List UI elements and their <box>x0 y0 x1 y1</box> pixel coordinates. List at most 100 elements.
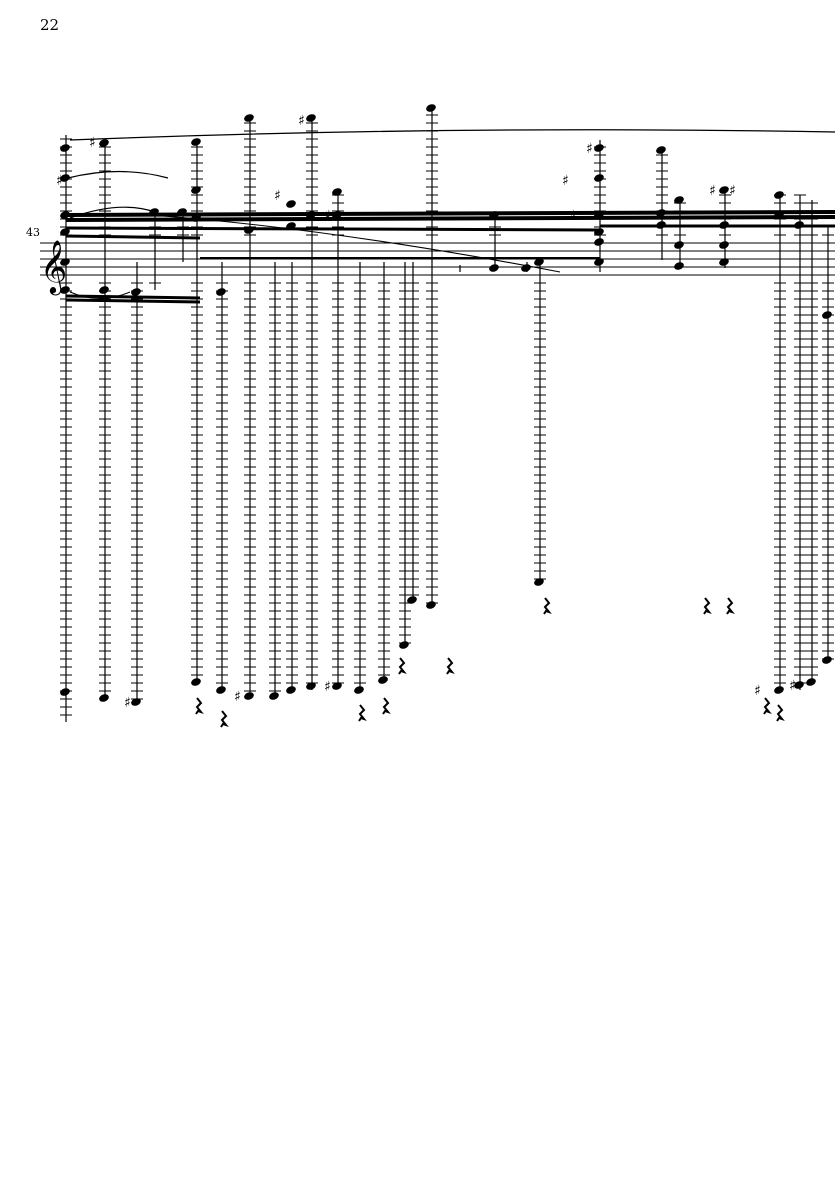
notehead <box>131 288 141 296</box>
sharp-icon: ♯ <box>729 183 736 199</box>
sharp-icon: ♯ <box>709 183 716 199</box>
notehead <box>60 286 70 294</box>
notehead <box>60 174 70 182</box>
notehead <box>594 144 604 152</box>
notehead <box>177 208 187 216</box>
beam <box>65 298 201 304</box>
notehead <box>822 656 832 664</box>
notehead <box>354 686 364 694</box>
notehead <box>534 578 544 586</box>
notehead <box>674 241 684 249</box>
sharp-icon: ♯ <box>324 208 331 224</box>
notehead <box>191 678 201 686</box>
notehead <box>656 146 666 154</box>
notehead <box>534 258 544 266</box>
page-number: 22 <box>40 16 60 34</box>
notehead <box>244 692 254 700</box>
notehead <box>191 186 201 194</box>
notehead <box>594 258 604 266</box>
notehead <box>794 221 804 229</box>
notehead <box>286 222 296 230</box>
rest-icon <box>398 657 407 675</box>
sharp-icon: ♯ <box>56 173 63 189</box>
sharp-icon: ♯ <box>324 679 331 695</box>
measure-number: 43 <box>26 226 40 239</box>
slur <box>69 129 835 141</box>
notehead <box>286 686 296 694</box>
notehead <box>60 688 70 696</box>
beam <box>65 294 201 300</box>
notehead <box>306 211 316 219</box>
rest-icon <box>195 697 204 715</box>
notehead <box>489 264 499 272</box>
noteheads <box>60 104 832 706</box>
notehead <box>244 114 254 122</box>
notehead <box>378 676 388 684</box>
sharp-icon: ♯ <box>562 173 569 189</box>
note-stems <box>60 108 834 722</box>
treble-clef-icon: 𝄞 <box>40 239 67 295</box>
beam <box>65 210 835 217</box>
notehead <box>216 288 226 296</box>
beam <box>65 234 201 240</box>
notehead <box>656 221 666 229</box>
sharp-icon: ♯ <box>234 689 241 705</box>
sharp-icon: ♯ <box>274 188 281 204</box>
notehead <box>426 601 436 609</box>
notehead <box>332 682 342 690</box>
sharp-icon: ♯ <box>124 695 131 711</box>
rests: ♯♯♯♯♯♯♯♯♯♯♯♯♯♯♯ <box>56 113 796 728</box>
notehead <box>719 241 729 249</box>
notehead <box>407 596 417 604</box>
notehead <box>99 286 109 294</box>
notehead <box>332 211 342 219</box>
notehead <box>674 196 684 204</box>
notehead <box>594 174 604 182</box>
rest-icon <box>763 697 772 715</box>
rest-icon <box>726 597 735 615</box>
notehead <box>656 209 666 217</box>
notehead <box>60 211 70 219</box>
notehead <box>594 238 604 246</box>
notehead <box>719 221 729 229</box>
rest-icon <box>220 710 229 728</box>
notehead <box>244 226 254 234</box>
beam <box>65 226 601 232</box>
notehead <box>216 686 226 694</box>
notehead <box>674 262 684 270</box>
notehead <box>794 681 804 689</box>
notehead <box>774 211 784 219</box>
sharp-icon: ♯ <box>569 208 576 224</box>
notehead <box>60 258 70 266</box>
notehead <box>191 138 201 146</box>
notehead <box>774 191 784 199</box>
notehead <box>774 686 784 694</box>
beams <box>65 210 835 304</box>
slur <box>69 206 156 219</box>
notehead <box>594 228 604 236</box>
notehead <box>332 188 342 196</box>
sharp-icon: ♯ <box>298 113 305 129</box>
notehead <box>426 104 436 112</box>
notehead <box>399 641 409 649</box>
notehead <box>99 139 109 147</box>
slur <box>67 170 169 179</box>
slur <box>69 291 131 300</box>
sharp-icon: ♯ <box>89 135 96 151</box>
notehead <box>131 698 141 706</box>
notehead <box>719 186 729 194</box>
notehead <box>719 258 729 266</box>
rest-icon <box>382 697 391 715</box>
notehead <box>806 678 816 686</box>
notehead <box>306 114 316 122</box>
sharp-icon: ♯ <box>789 678 796 694</box>
rest-icon <box>776 704 785 722</box>
notehead <box>99 694 109 702</box>
notehead <box>60 228 70 236</box>
notehead <box>286 200 296 208</box>
sharp-icon: ♯ <box>586 141 593 157</box>
notehead <box>594 211 604 219</box>
notehead <box>269 692 279 700</box>
notehead <box>822 311 832 319</box>
